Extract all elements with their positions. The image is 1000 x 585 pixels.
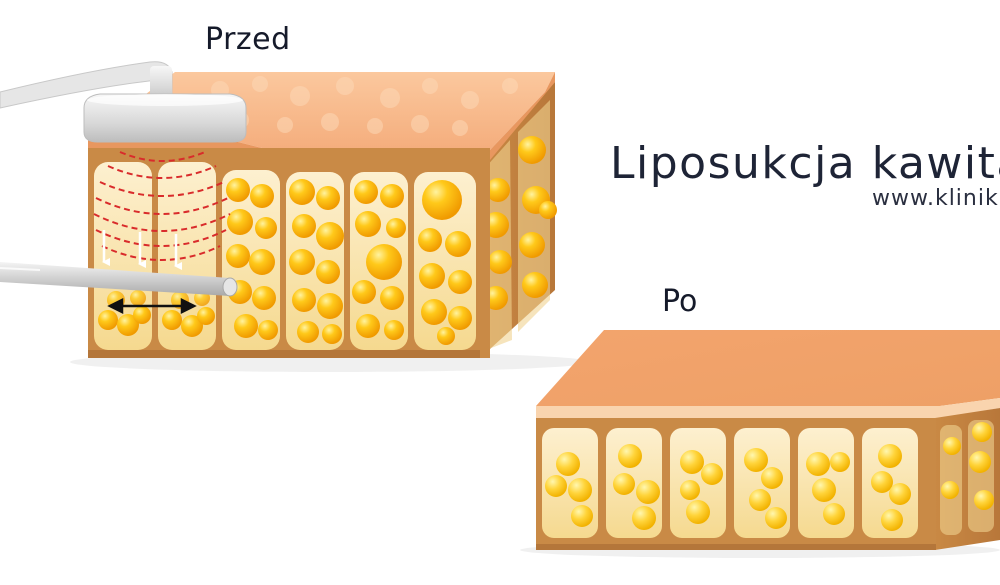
after-fat-chambers [542, 428, 918, 538]
cannula-icon [0, 262, 238, 297]
energy-arrows [102, 230, 182, 270]
movement-arrow [107, 297, 197, 315]
after-skin-top [536, 330, 1000, 406]
label-before: Przed [205, 22, 291, 57]
before-fat-chambers [94, 162, 476, 350]
before-tissue-block [0, 61, 590, 372]
after-tissue-block [520, 330, 1000, 558]
cavitation-waves-icon [93, 151, 231, 261]
page-title: Liposukcja kawitac [610, 138, 1000, 189]
label-after: Po [662, 284, 698, 319]
ultrasound-probe-icon [0, 61, 247, 143]
website-link[interactable]: www.klinik [872, 186, 999, 211]
